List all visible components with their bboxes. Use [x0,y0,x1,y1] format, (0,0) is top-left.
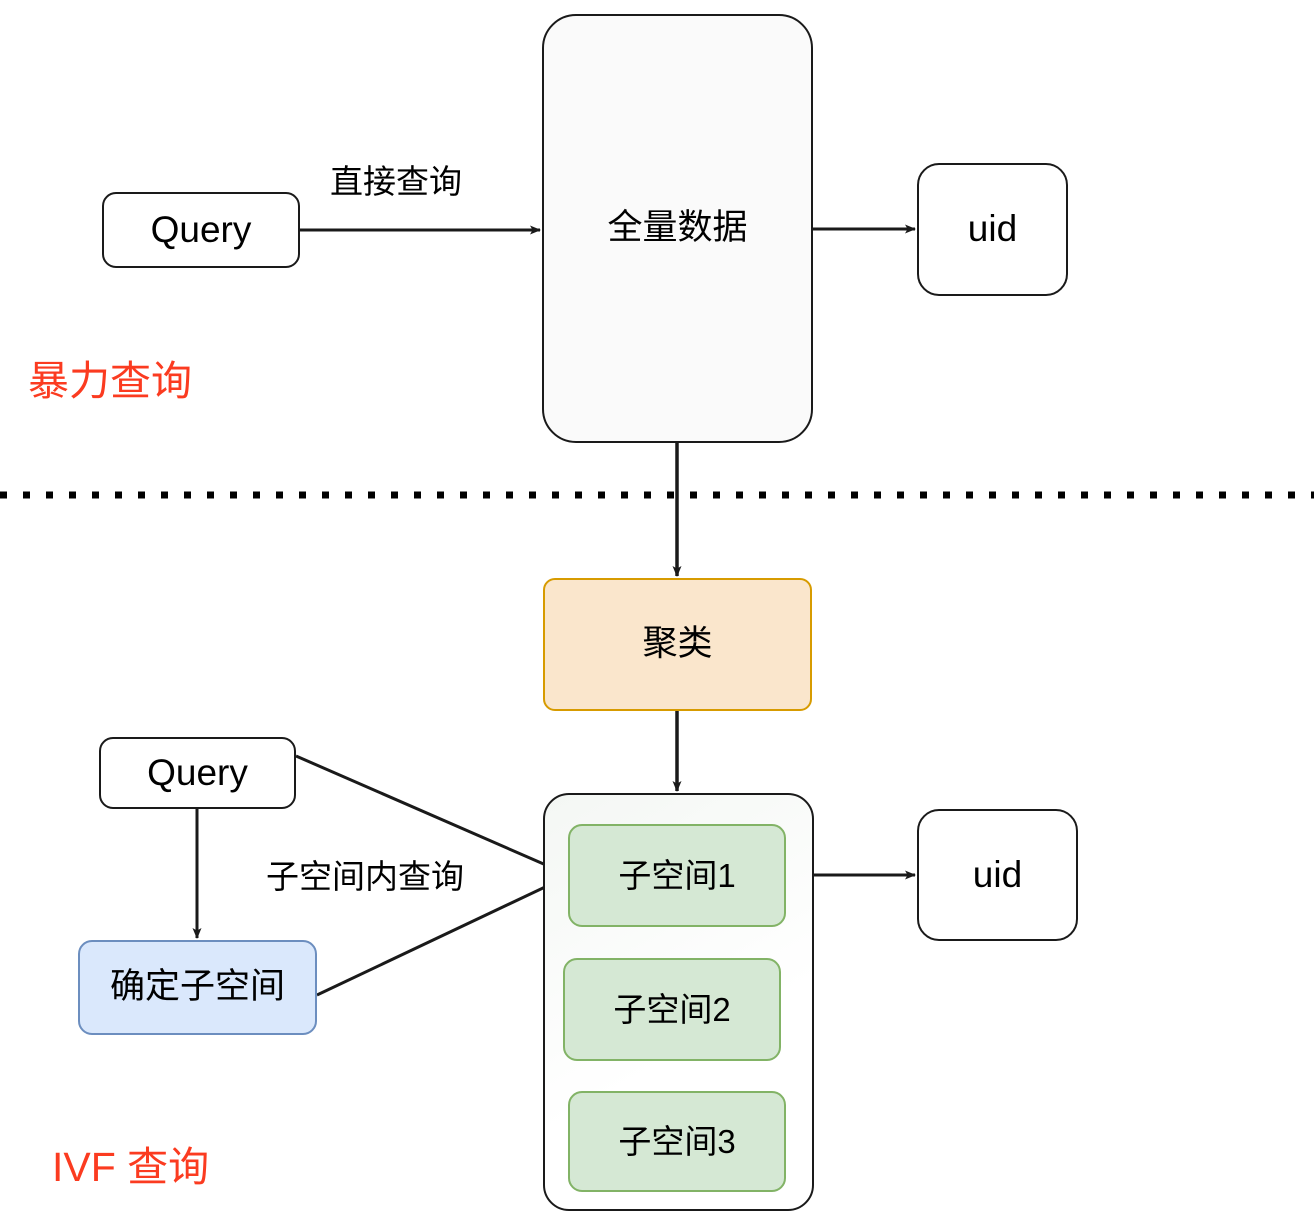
node-subspace-3[interactable]: 子空间3 [568,1091,786,1192]
node-full-data[interactable]: 全量数据 [542,14,813,443]
node-determine-subspace[interactable]: 确定子空间 [78,940,317,1035]
node-uid-top-label: uid [967,208,1018,250]
node-cluster[interactable]: 聚类 [543,578,812,711]
section-label-brute-force: 暴力查询 [28,358,192,404]
node-full-data-label: 全量数据 [607,208,748,248]
node-subspace-3-label: 子空间3 [618,1122,736,1160]
node-uid-top[interactable]: uid [917,163,1068,296]
node-uid-bottom[interactable]: uid [917,809,1078,941]
node-query-top-label: Query [150,208,252,250]
node-subspace-2[interactable]: 子空间2 [563,958,781,1061]
node-subspace-1-label: 子空间1 [618,856,736,894]
edge-label-direct-query: 直接查询 [330,163,462,200]
node-subspace-1[interactable]: 子空间1 [568,824,786,927]
section-label-ivf: IVF 查询 [52,1144,210,1190]
node-uid-bottom-label: uid [972,853,1023,895]
node-query-bottom-label: Query [147,751,248,793]
node-query-top[interactable]: Query [102,192,300,268]
node-query-bottom[interactable]: Query [99,737,296,809]
node-subspace-2-label: 子空间2 [613,990,731,1028]
node-determine-subspace-label: 确定子空间 [109,967,285,1007]
node-cluster-label: 聚类 [642,624,713,664]
edge-label-in-subspace-query: 子空间内查询 [266,858,464,895]
